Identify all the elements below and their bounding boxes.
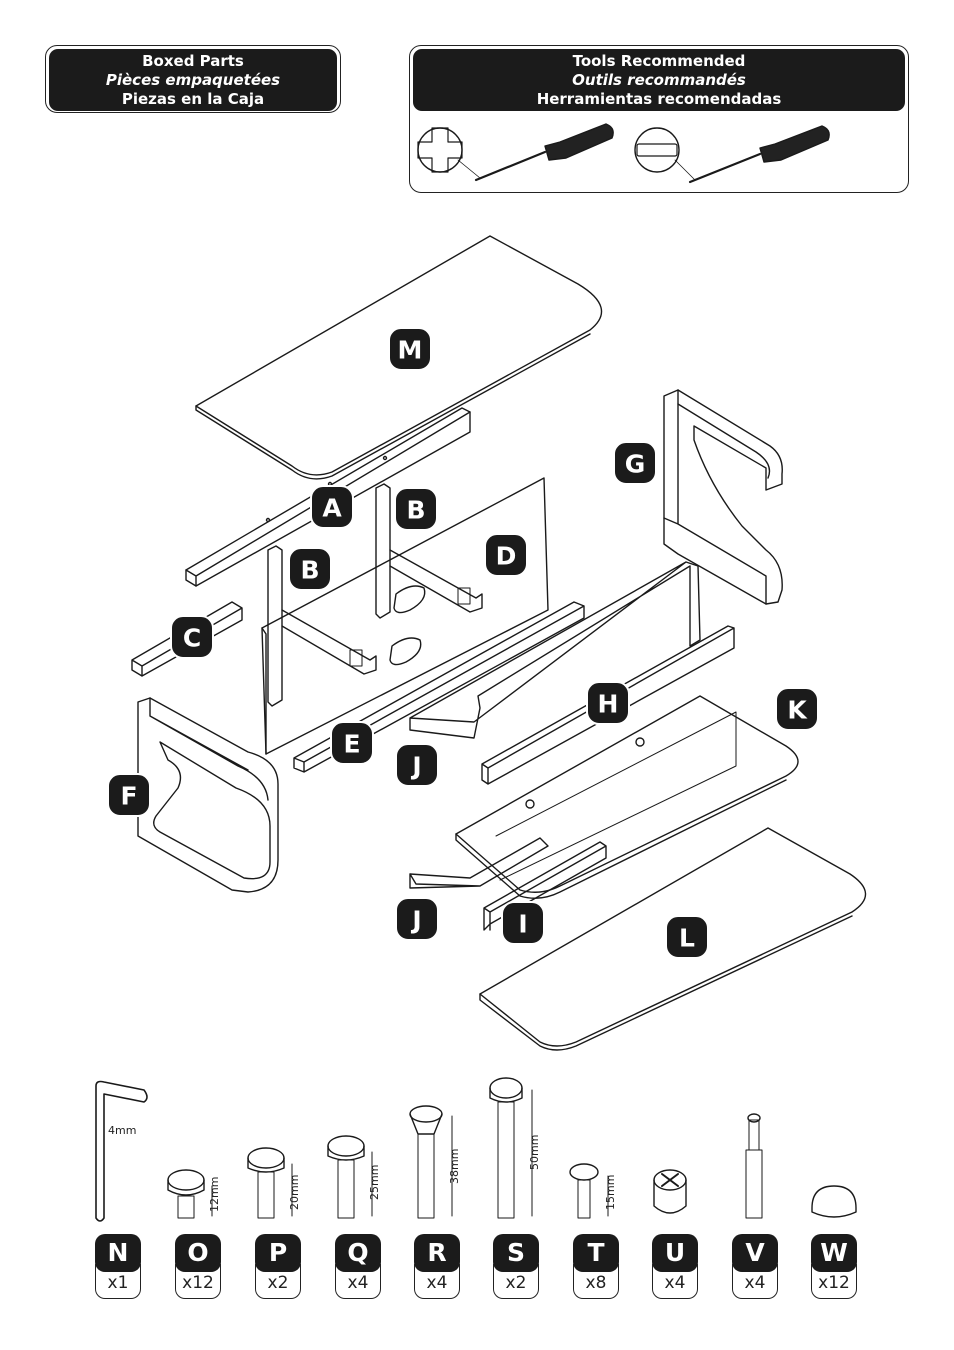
- bracket-j-top: [409, 561, 701, 739]
- svg-text:I: I: [518, 910, 527, 939]
- label-j-bottom: J: [395, 897, 439, 941]
- label-l: L: [665, 915, 709, 959]
- hex-key-n-icon: [95, 1080, 148, 1222]
- svg-text:C: C: [183, 624, 201, 653]
- hardware-letter: R: [414, 1234, 460, 1272]
- bracket-j-bottom: [409, 837, 549, 889]
- label-g: G: [613, 441, 657, 485]
- label-h: H: [586, 681, 630, 725]
- panel-l: [479, 827, 867, 1047]
- size-n: 4mm: [108, 1124, 136, 1137]
- flathead-screwdriver-icon: [634, 125, 830, 184]
- svg-text:B: B: [300, 556, 319, 585]
- svg-text:J: J: [410, 906, 421, 935]
- hardware-qty: x12: [811, 1264, 857, 1299]
- size-q: 25mm: [368, 1165, 381, 1200]
- label-k: K: [775, 687, 819, 731]
- label-c: C: [170, 615, 214, 659]
- frame-f: [137, 697, 279, 893]
- svg-text:A: A: [322, 494, 342, 523]
- screw-t-icon: [569, 1163, 609, 1219]
- rail-e: [293, 601, 585, 773]
- hardware-qty: x4: [335, 1264, 381, 1299]
- hardware-qty: x4: [652, 1264, 698, 1299]
- hardware-v: V x4: [732, 1234, 778, 1300]
- label-e: E: [330, 721, 374, 765]
- svg-text:L: L: [679, 924, 695, 953]
- label-m: M: [388, 327, 432, 371]
- hardware-o: O x12: [175, 1234, 221, 1300]
- hardware-r: R x4: [414, 1234, 460, 1300]
- label-b-right: B: [394, 487, 438, 531]
- upright-b-right: [375, 483, 483, 619]
- boxed-parts-title: Boxed Parts Pièces empaquetées Piezas en…: [49, 49, 337, 111]
- panel-d: [261, 477, 549, 755]
- boxed-parts-title-fr: Pièces empaquetées: [105, 71, 281, 89]
- rail-h: [481, 625, 735, 785]
- label-b-left: B: [288, 547, 332, 591]
- hardware-n: N x1: [95, 1234, 141, 1300]
- size-r: 38mm: [448, 1149, 461, 1184]
- cam-bolt-v-icon: [745, 1113, 763, 1219]
- svg-text:J: J: [410, 752, 421, 781]
- hardware-qty: x2: [493, 1264, 539, 1299]
- part-labels: M A B B D G C H K E J F J I L: [107, 327, 819, 959]
- label-j-top: J: [395, 743, 439, 787]
- svg-text:K: K: [787, 696, 808, 725]
- bolt-o-icon: [167, 1169, 213, 1219]
- tools-title-es: Herramientas recomendadas: [536, 90, 782, 108]
- label-i: I: [501, 901, 545, 945]
- phillips-screwdriver-icon: [417, 123, 614, 182]
- tools-title-en: Tools Recommended: [572, 52, 746, 70]
- hardware-p: P x2: [255, 1234, 301, 1300]
- hardware-t: T x8: [573, 1234, 619, 1300]
- hardware-qty: x4: [732, 1264, 778, 1299]
- frame-g: [663, 389, 783, 605]
- boxed-parts-title-es: Piezas en la Caja: [121, 90, 265, 108]
- size-t: 15mm: [604, 1175, 617, 1210]
- bolt-q-icon: [327, 1135, 373, 1219]
- size-s: 50mm: [528, 1135, 541, 1170]
- cam-lock-u-icon: [653, 1169, 687, 1214]
- hardware-q: Q x4: [335, 1234, 381, 1300]
- hardware-s: S x2: [493, 1234, 539, 1300]
- rail-i: [483, 841, 607, 931]
- hardware-qty: x12: [175, 1264, 221, 1299]
- label-d: D: [484, 533, 528, 577]
- svg-text:M: M: [398, 336, 423, 365]
- tools-title-fr: Outils recommandés: [572, 71, 746, 89]
- bolt-s-icon: [489, 1077, 533, 1219]
- tools-recommended-box: Tools Recommended Outils recommandés Her…: [409, 45, 909, 193]
- svg-text:H: H: [598, 690, 619, 719]
- hardware-qty: x2: [255, 1264, 301, 1299]
- svg-text:F: F: [120, 782, 137, 811]
- label-f: F: [107, 773, 151, 817]
- bolt-p-icon: [247, 1147, 293, 1219]
- hardware-w: W x12: [811, 1234, 857, 1300]
- rail-a: [185, 407, 471, 587]
- hardware-qty: x8: [573, 1264, 619, 1299]
- boxed-parts-header: Boxed Parts Pièces empaquetées Piezas en…: [45, 45, 341, 113]
- cap-w-icon: [811, 1185, 857, 1218]
- hardware-u: U x4: [652, 1234, 698, 1300]
- shelf-k: [455, 695, 799, 893]
- size-o: 12mm: [208, 1177, 221, 1212]
- svg-text:E: E: [343, 730, 360, 759]
- panel-m: [195, 235, 603, 476]
- svg-text:D: D: [496, 542, 517, 571]
- label-a: A: [310, 485, 354, 529]
- svg-text:G: G: [625, 450, 646, 479]
- hardware-qty: x1: [95, 1264, 141, 1299]
- upright-b-left: [267, 545, 377, 707]
- svg-text:B: B: [406, 496, 425, 525]
- tools-recommended-title: Tools Recommended Outils recommandés Her…: [413, 49, 905, 111]
- size-p: 20mm: [288, 1175, 301, 1210]
- hardware-qty: x4: [414, 1264, 460, 1299]
- boxed-parts-title-en: Boxed Parts: [142, 52, 244, 70]
- bolt-r-icon: [409, 1105, 453, 1219]
